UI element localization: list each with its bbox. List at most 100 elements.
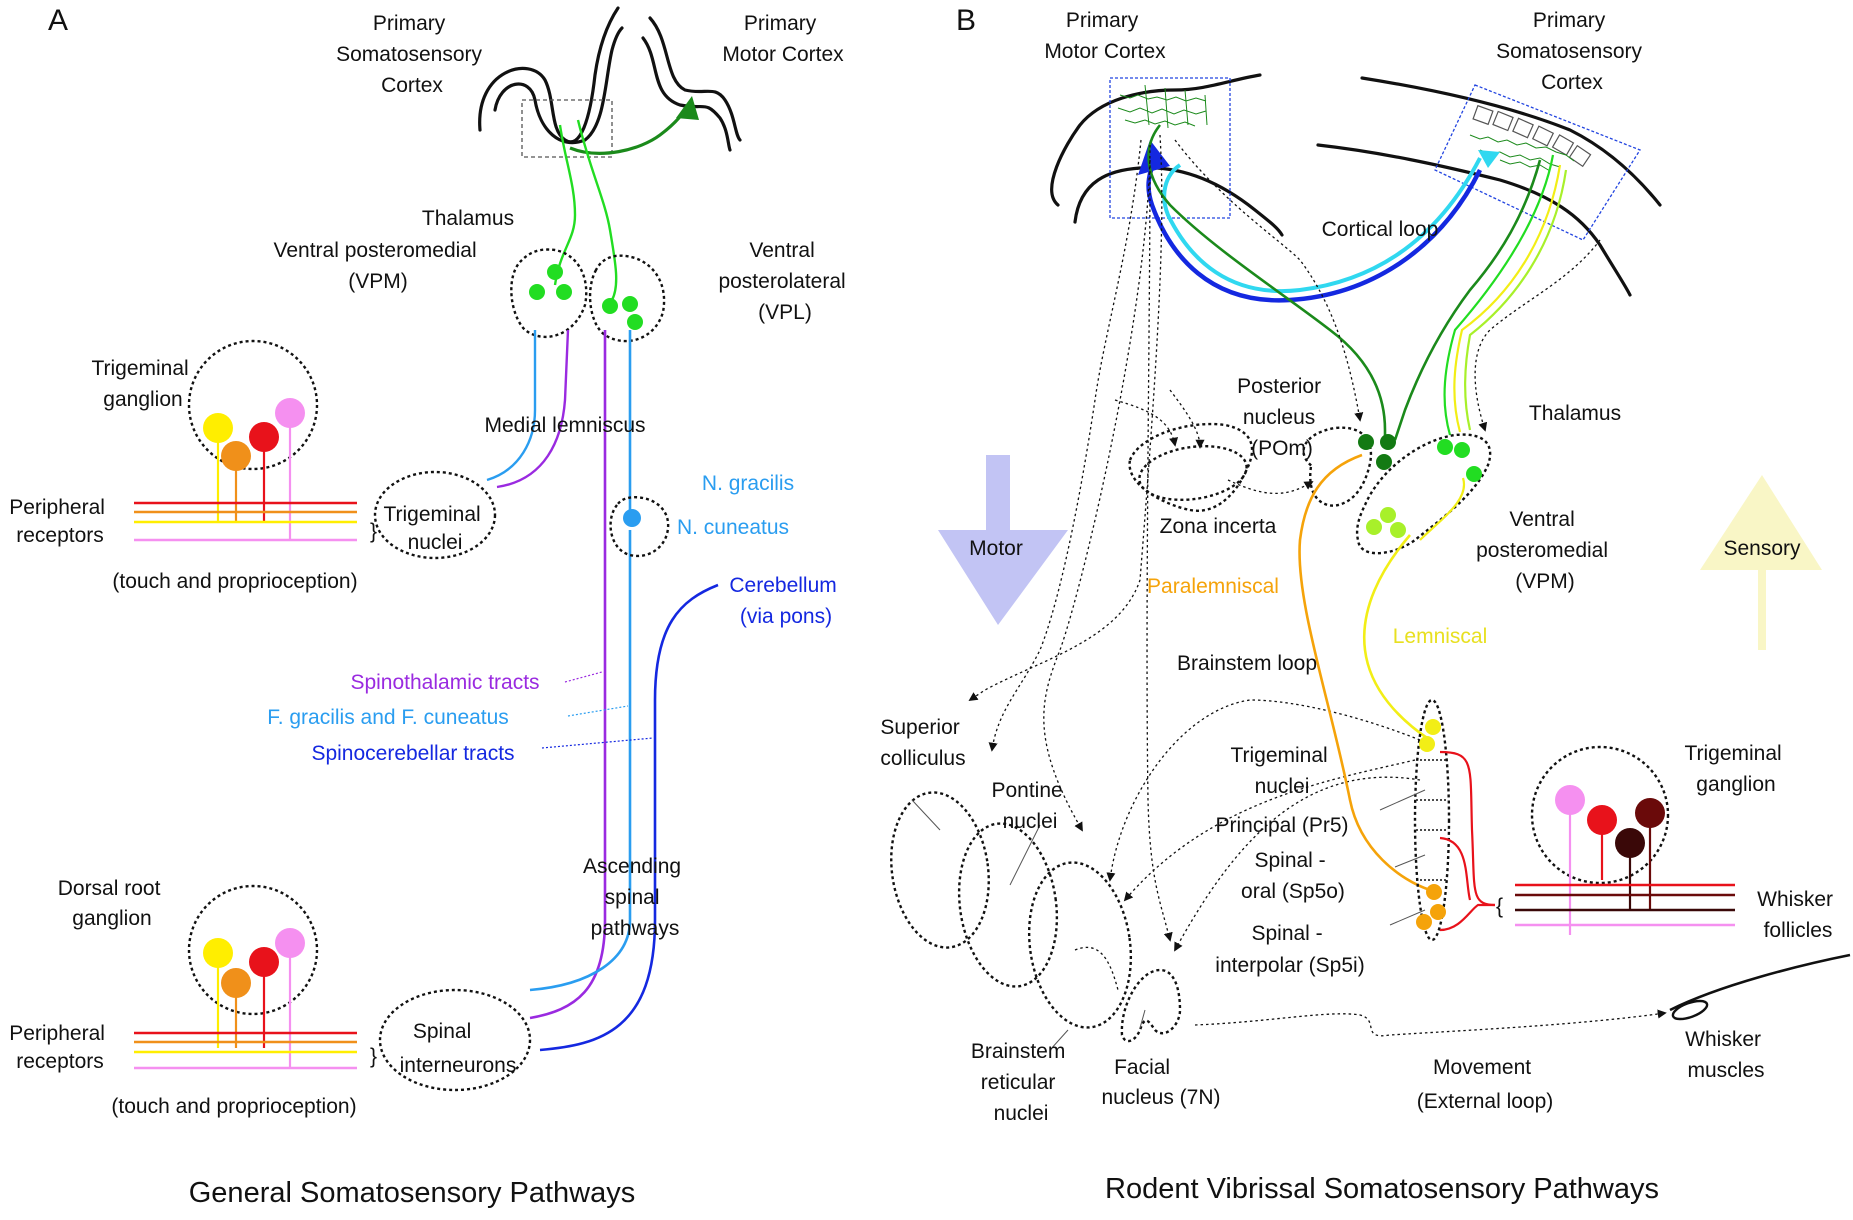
panel-a-medial-lemniscus-label: Medial lemniscus bbox=[484, 414, 645, 437]
panel-b-motor-cortex-dendrites bbox=[1117, 84, 1208, 129]
panel-a-spinocerebellar-pointer bbox=[541, 737, 654, 749]
panel-b-thalamus-label: Thalamus bbox=[1529, 402, 1621, 425]
panel-b-zona-incerta-label: Zona incerta bbox=[1160, 515, 1277, 538]
panel-a-spinal-interneurons-oval bbox=[378, 988, 532, 1092]
panel-b-afferent-sp5i bbox=[1439, 903, 1495, 932]
panel-b-vpm-lemniscal-cell bbox=[1390, 522, 1406, 538]
panel-a-spinocerebellar-tract bbox=[539, 583, 719, 1052]
panel-b-pom-sensory-fiber bbox=[1393, 159, 1542, 441]
panel-a-dorsal-root-ganglion-label: Dorsal root ganglion bbox=[58, 877, 167, 930]
panel-a-n-cuneatus-label: N. cuneatus bbox=[677, 516, 789, 539]
panel-b-pr5-cell bbox=[1425, 719, 1441, 735]
panel-b-pontine-nuclei-label: Pontine nuclei bbox=[991, 779, 1068, 833]
panel-b-primary-motor-cortex-label: Primary Motor Cortex bbox=[1044, 9, 1166, 63]
panel-b-pom-cells-outline bbox=[1302, 426, 1373, 507]
panel-a-trigeminal-ganglion-cell-red bbox=[249, 422, 279, 452]
panel-b-movement-label: Movement (External loop) bbox=[1417, 1056, 1554, 1113]
panel-b-letter: B bbox=[956, 4, 976, 37]
panel-a-gracilis-pointer bbox=[567, 705, 629, 717]
panel-b-vpm-lemniscal-cell bbox=[1366, 519, 1382, 535]
panel-a: A bbox=[9, 4, 845, 1209]
panel-a-touch-proprioception-label-1: (touch and proprioception) bbox=[112, 570, 357, 593]
panel-a-spinocerebellar-label: Spinocerebellar tracts bbox=[311, 742, 514, 765]
panel-b-ganglion-cell-pink bbox=[1555, 785, 1585, 815]
panel-b-sp5i-cell bbox=[1426, 884, 1442, 900]
panel-b-vpm-lime-fiber bbox=[1464, 169, 1568, 431]
panel-a-vpl-cortex-fiber bbox=[576, 119, 618, 301]
panel-a-touch-proprioception-label-2: (touch and proprioception) bbox=[111, 1095, 356, 1118]
panel-b-primary-somatosensory-cortex-label: Primary Somatosensory Cortex bbox=[1496, 9, 1648, 94]
panel-b-vpm-cell bbox=[1454, 442, 1470, 458]
panel-b-afferent-sp5o bbox=[1439, 836, 1472, 901]
panel-b-sp5i-cell bbox=[1416, 914, 1432, 930]
panel-b-whisker-follicles-label: Whisker follicles bbox=[1757, 888, 1839, 942]
panel-b-dotted-projections bbox=[968, 134, 1667, 1037]
panel-b-pr5-cell bbox=[1419, 736, 1435, 752]
panel-b-spinal-interpolar-label: Spinal - interpolar (Sp5i) bbox=[1215, 922, 1364, 977]
panel-b-pom-cell bbox=[1376, 454, 1392, 470]
panel-a-motor-arrowhead bbox=[676, 96, 699, 120]
panel-b-sensory-label: Sensory bbox=[1723, 537, 1801, 560]
panel-a-vpm-cell bbox=[556, 284, 572, 300]
panel-a-trigeminal-lemniscus-purple bbox=[496, 329, 570, 489]
panel-a-vpm-nucleus bbox=[510, 248, 588, 339]
panel-b-lemniscal-vpm-link bbox=[1419, 477, 1466, 541]
panel-a-letter: A bbox=[48, 4, 68, 37]
panel-a-vpm-cell bbox=[547, 264, 563, 280]
panel-a-thalamus-label: Thalamus bbox=[422, 207, 514, 230]
panel-b-lemniscal-label: Lemniscal bbox=[1393, 625, 1488, 648]
panel-a-trigeminal-nuclei-oval bbox=[373, 470, 497, 560]
panel-a-drg-cell-red bbox=[249, 947, 279, 977]
panel-a-vpl-cell bbox=[627, 314, 643, 330]
panel-b-cortex-outlines bbox=[1050, 73, 1662, 297]
panel-b-motor-big-arrow bbox=[938, 455, 1068, 625]
panel-b-cortical-loop-label: Cortical loop bbox=[1322, 218, 1439, 241]
panel-b: B bbox=[880, 4, 1851, 1205]
panel-a-n-gracilis-label: N. gracilis bbox=[702, 472, 794, 495]
panel-a-dorsal-root-ganglion-circle bbox=[187, 884, 319, 1016]
panel-b-trigeminal-ganglion-circle bbox=[1530, 745, 1670, 885]
panel-a-drg-cell-pink bbox=[275, 928, 305, 958]
panel-a-trigeminal-nuclei-label: Trigeminal nuclei bbox=[383, 503, 486, 554]
panel-a-dorsal-column-nucleus bbox=[609, 496, 670, 558]
panel-b-caption: Rodent Vibrissal Somatosensory Pathways bbox=[1105, 1173, 1659, 1205]
panel-b-brainstem-reticular-label: Brainstem reticular nuclei bbox=[971, 1040, 1071, 1125]
panel-a-spinothalamic-label: Spinothalamic tracts bbox=[350, 671, 539, 694]
panel-a-trigeminal-ganglion-cell-yellow bbox=[203, 413, 233, 443]
panel-a-vpm-cell bbox=[529, 284, 545, 300]
panel-b-barrels bbox=[1472, 104, 1592, 168]
panel-b-brace: { bbox=[1496, 895, 1503, 918]
panel-b-lemniscal-tract bbox=[1362, 534, 1434, 746]
panel-a-spinal-interneurons-label: Spinal interneurons bbox=[400, 1020, 517, 1077]
panel-b-trigeminal-nuclei-label: Trigeminal nuclei bbox=[1230, 744, 1333, 798]
panel-b-superior-colliculus-label: Superior colliculus bbox=[880, 716, 965, 770]
panel-b-pom-cell bbox=[1380, 434, 1396, 450]
panel-a-vpl-cell bbox=[622, 296, 638, 312]
panel-a-vpl-cell bbox=[602, 298, 618, 314]
panel-b-whisker-shaft bbox=[1669, 953, 1851, 1012]
panel-a-spinothalamic-pointer bbox=[564, 671, 603, 683]
panel-b-pom-motor-fiber bbox=[1147, 124, 1387, 440]
panel-b-pontine-nuclei-oval bbox=[957, 822, 1059, 988]
panel-b-cyan-arrowhead bbox=[1478, 150, 1500, 168]
panel-b-ganglion-cell-darkred bbox=[1635, 798, 1665, 828]
panel-a-primary-motor-cortex-label: Primary Motor Cortex bbox=[722, 12, 844, 66]
panel-b-whisker-follicle-shape bbox=[1671, 999, 1709, 1021]
panel-b-cortical-loop-cyan-arrow bbox=[1162, 157, 1482, 294]
panel-a-trigeminal-ganglion-cell-orange bbox=[221, 441, 251, 471]
panel-b-brainstem-loop-label: Brainstem loop bbox=[1177, 652, 1317, 675]
panel-a-vpm-cortex-fiber bbox=[553, 124, 577, 286]
panel-a-ascending-spinal-pathways-label: Ascending spinal pathways bbox=[583, 855, 687, 940]
panel-b-sensory-cortex-box bbox=[1434, 84, 1641, 241]
panel-b-afferent-pr5 bbox=[1439, 750, 1496, 907]
panel-b-sp5i-cell bbox=[1430, 904, 1446, 920]
panel-a-brace-2: } bbox=[370, 1045, 377, 1068]
panel-b-vpm-label: Ventral posteromedial (VPM) bbox=[1476, 508, 1614, 593]
panel-b-vpm-lemniscal-cell bbox=[1380, 507, 1396, 523]
panel-b-paralemniscal-tract bbox=[1298, 453, 1431, 892]
panel-b-vpm-cell bbox=[1466, 466, 1482, 482]
panel-b-spinal-oral-label: Spinal - oral (Sp5o) bbox=[1241, 849, 1345, 903]
panel-a-gracilis-cuneatus-label: F. gracilis and F. cuneatus bbox=[267, 706, 509, 729]
